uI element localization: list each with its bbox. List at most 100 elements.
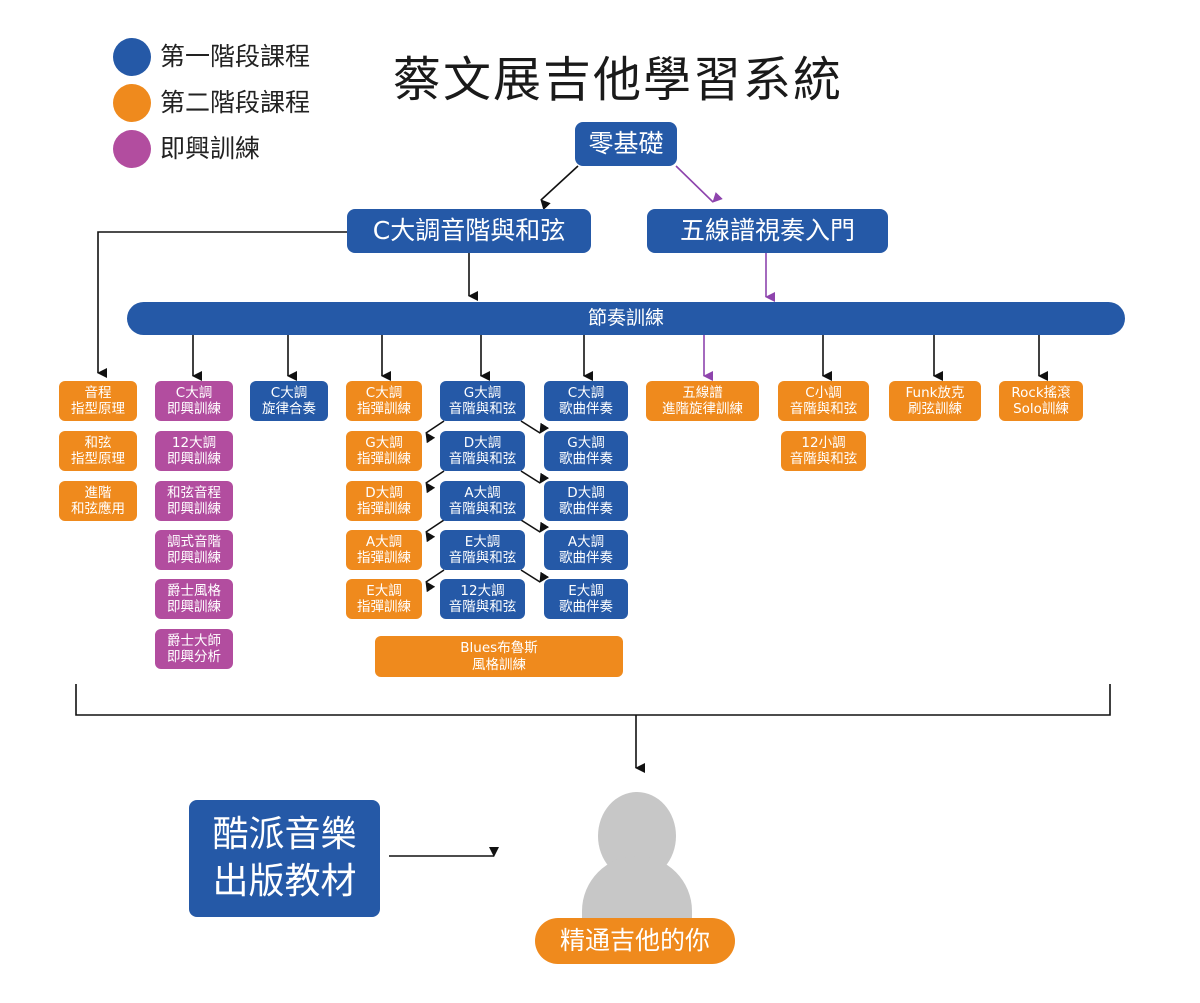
node-finger-4: E大調指彈訓練	[346, 579, 422, 619]
node-line1: C大調	[365, 384, 403, 401]
node-finger-0: C大調指彈訓練	[346, 381, 422, 421]
node-line2: 指彈訓練	[357, 501, 411, 517]
node-line1: Blues布魯斯	[460, 640, 538, 657]
node-line2: 即興訓練	[167, 599, 221, 615]
arrow-scale-to-accompaniment	[520, 519, 550, 533]
node-line2: 旋律合奏	[262, 401, 316, 417]
legend-label-stage2: 第二階段課程	[160, 88, 311, 117]
arrow-root-to-staff	[675, 165, 723, 203]
node-line1: 爵士大師	[167, 632, 221, 649]
page-title: 蔡文展吉他學習系統	[393, 52, 844, 108]
result-badge: 精通吉他的你	[535, 918, 735, 964]
node-scales-2: A大調音階與和弦	[440, 481, 525, 521]
node-staff-advanced: 五線譜 進階旋律訓練	[646, 381, 759, 421]
legend-label-stage1: 第一階段課程	[160, 42, 311, 71]
node-theory-1: 和弦指型原理	[59, 431, 137, 471]
node-c-minor: C小調 音階與和弦	[778, 381, 869, 421]
arrow-scale-to-fingerstyle	[425, 420, 445, 444]
node-line2: 進階旋律訓練	[662, 401, 743, 417]
arrow-scale-to-accompaniment	[520, 569, 550, 583]
arrow-scale-to-accompaniment	[520, 470, 550, 484]
node-line2: 和弦應用	[71, 501, 125, 517]
node-accomp-3: A大調歌曲伴奏	[544, 530, 628, 570]
node-finger-1: G大調指彈訓練	[346, 431, 422, 471]
node-line2: 即興分析	[167, 649, 221, 665]
node-improv-2: 和弦音程即興訓練	[155, 481, 233, 521]
node-line2: 即興訓練	[167, 451, 221, 467]
node-line2: 音階與和弦	[448, 401, 517, 417]
node-line1: G大調	[463, 384, 502, 401]
node-line1: G大調	[567, 434, 605, 451]
node-line2: 即興訓練	[167, 501, 221, 517]
node-rhythm-training: 節奏訓練	[127, 302, 1125, 335]
node-line1: 12小調	[801, 434, 846, 451]
node-line1: D大調	[463, 434, 502, 451]
node-accomp-4: E大調歌曲伴奏	[544, 579, 628, 619]
node-theory-0: 音程指型原理	[59, 381, 137, 421]
node-improv-4: 爵士風格即興訓練	[155, 579, 233, 619]
node-improv-5: 爵士大師即興分析	[155, 629, 233, 669]
node-line2: 歌曲伴奏	[559, 401, 613, 417]
node-finger-2: D大調指彈訓練	[346, 481, 422, 521]
node-line2: 指彈訓練	[357, 451, 411, 467]
node-melody-0: C大調旋律合奏	[250, 381, 328, 421]
node-line1: A大調	[464, 484, 501, 501]
publisher-line1: 酷派音樂	[212, 813, 357, 855]
node-scales-0: G大調音階與和弦	[440, 381, 525, 421]
node-line1: D大調	[567, 484, 605, 501]
node-line1: 爵士風格	[167, 582, 221, 599]
node-line1: 12大調	[171, 434, 217, 451]
node-rock: Rock搖滾 Solo訓練	[999, 381, 1083, 421]
arrow-scale-to-fingerstyle	[425, 519, 445, 543]
publisher-line2: 出版教材	[212, 860, 357, 902]
node-line1: A大調	[365, 533, 403, 550]
node-line1: C大調	[175, 384, 213, 401]
arrow-scale-to-accompaniment	[520, 420, 550, 434]
legend-dot-stage1	[113, 38, 151, 76]
node-line2: 刷弦訓練	[908, 401, 962, 417]
node-line2: 音階與和弦	[448, 599, 517, 615]
node-line2: 音階與和弦	[448, 501, 517, 517]
node-theory-2: 進階和弦應用	[59, 481, 137, 521]
node-line2: 指彈訓練	[357, 599, 411, 615]
node-line2: 音階與和弦	[789, 451, 858, 467]
node-root: 零基礎	[575, 122, 677, 166]
node-line2: Solo訓練	[1013, 401, 1069, 417]
node-line1: 五線譜	[682, 384, 723, 401]
node-line2: 歌曲伴奏	[559, 550, 613, 566]
node-line2: 歌曲伴奏	[559, 501, 613, 517]
node-improv-3: 調式音階即興訓練	[155, 530, 233, 570]
node-line1: 12大調	[460, 582, 505, 599]
node-line1: 和弦音程	[167, 484, 221, 501]
node-line2: 指彈訓練	[357, 401, 411, 417]
bracket-collector	[75, 684, 1111, 716]
node-accomp-2: D大調歌曲伴奏	[544, 481, 628, 521]
legend-label-improv: 即興訓練	[160, 134, 261, 163]
node-blues: Blues布魯斯 風格訓練	[375, 636, 623, 677]
node-line1: C小調	[805, 384, 842, 401]
node-line1: 進階	[84, 484, 112, 501]
node-finger-3: A大調指彈訓練	[346, 530, 422, 570]
node-line1: E大調	[568, 582, 604, 599]
node-c-major-scale-chord: C大調音階與和弦	[347, 209, 591, 253]
node-12-minor: 12小調 音階與和弦	[781, 431, 866, 471]
node-accomp-1: G大調歌曲伴奏	[544, 431, 628, 471]
publisher-box: 酷派音樂 出版教材	[189, 800, 380, 917]
node-line1: 調式音階	[167, 533, 221, 550]
node-line2: 即興訓練	[167, 401, 221, 417]
node-line1: D大調	[365, 484, 403, 501]
legend-dot-stage2	[113, 84, 151, 122]
arrow-root-to-c-major	[540, 165, 579, 211]
node-line2: 歌曲伴奏	[559, 451, 613, 467]
node-line2: 風格訓練	[472, 656, 526, 673]
arrow-scale-to-fingerstyle	[425, 470, 445, 494]
node-accomp-0: C大調歌曲伴奏	[544, 381, 628, 421]
node-line2: 音階與和弦	[448, 550, 517, 566]
node-funk: Funk放克 刷弦訓練	[889, 381, 981, 421]
node-line1: E大調	[464, 533, 501, 550]
node-line2: 即興訓練	[167, 550, 221, 566]
node-line1: E大調	[366, 582, 402, 599]
node-line1: 音程	[84, 384, 112, 401]
node-line2: 音階與和弦	[789, 401, 858, 417]
node-line1: A大調	[567, 533, 605, 550]
